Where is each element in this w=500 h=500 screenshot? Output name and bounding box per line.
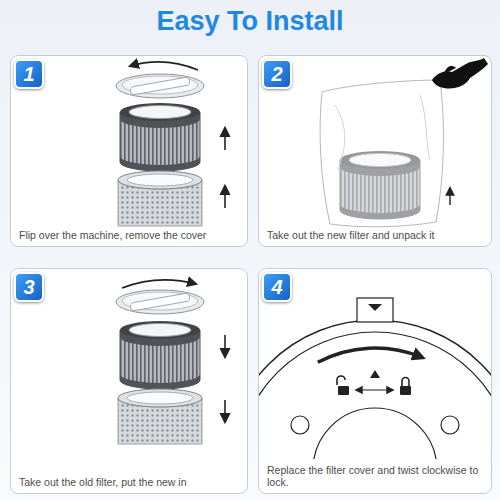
cover-ring: [259, 332, 491, 459]
step-panel: Take out the old filter, put the new in 3: [10, 268, 248, 494]
plastic-bag: [320, 80, 443, 227]
panel-ground: [10, 268, 248, 494]
step-badge: 3: [14, 272, 44, 302]
lock-direction: [356, 389, 393, 390]
step-badge: 1: [14, 59, 44, 89]
step-number: 4: [271, 276, 282, 298]
heading-area: Easy To Install: [0, 6, 500, 36]
unlock-icon: [337, 376, 345, 385]
lift-arrow: [224, 186, 226, 208]
step-number: 2: [271, 63, 282, 85]
rotate-arrow: [130, 62, 198, 70]
panel-ground: [10, 55, 248, 247]
step-panel: Flip over the machine, remove the cover 1: [10, 55, 248, 247]
bag-fold: [420, 95, 430, 160]
insert-arrow: [224, 400, 226, 422]
cover-edge: [259, 320, 491, 459]
step-badge: 2: [262, 59, 292, 89]
alignment-notch: [357, 298, 393, 322]
step-caption: Take out the old filter, put the new in: [19, 476, 239, 488]
step-number: 1: [23, 63, 34, 85]
align-mark: [370, 370, 380, 378]
lift-arrow: [224, 128, 226, 150]
hand: [432, 58, 488, 89]
caption-area: Flip over the machine, remove the cover: [19, 229, 239, 241]
lift-arrow: [449, 188, 450, 205]
lock-icon: [400, 386, 411, 395]
filter-cartridge: [120, 321, 200, 389]
bag-fold: [335, 105, 345, 170]
hand-thumb: [444, 66, 456, 74]
page-title: Easy To Install: [156, 6, 343, 36]
caption-area: Take out the new filter and unpack it: [267, 229, 483, 241]
caption-area: Take out the old filter, put the new in: [19, 476, 239, 488]
filter-cover: [116, 290, 204, 314]
cover-hole: [441, 416, 459, 434]
filter-cartridge: [120, 103, 200, 171]
unlock-icon: [338, 386, 349, 395]
cover-hole: [291, 416, 309, 434]
rotate-arrow: [122, 280, 196, 288]
purifier-base: [118, 171, 202, 226]
step-caption: Take out the new filter and unpack it: [267, 229, 483, 241]
caption-area: Replace the filter cover and twist clock…: [267, 464, 483, 488]
cover-closeup: [259, 320, 491, 459]
cover-center: [313, 408, 437, 459]
step-number: 3: [23, 276, 34, 298]
step-caption: Replace the filter cover and twist clock…: [267, 464, 483, 488]
step-panel: Replace the filter cover and twist clock…: [258, 268, 492, 494]
panel-ground: [258, 55, 492, 247]
purifier-base: [118, 389, 202, 444]
step-panel: Take out the new filter and unpack it 2: [258, 55, 492, 247]
filter-cover: [116, 74, 204, 98]
lock-icon: [402, 378, 409, 387]
twist-arrow: [318, 348, 421, 362]
step-badge: 4: [262, 272, 292, 302]
notch-mark: [368, 304, 382, 311]
insert-arrow: [224, 335, 226, 357]
step-caption: Flip over the machine, remove the cover: [19, 229, 239, 241]
